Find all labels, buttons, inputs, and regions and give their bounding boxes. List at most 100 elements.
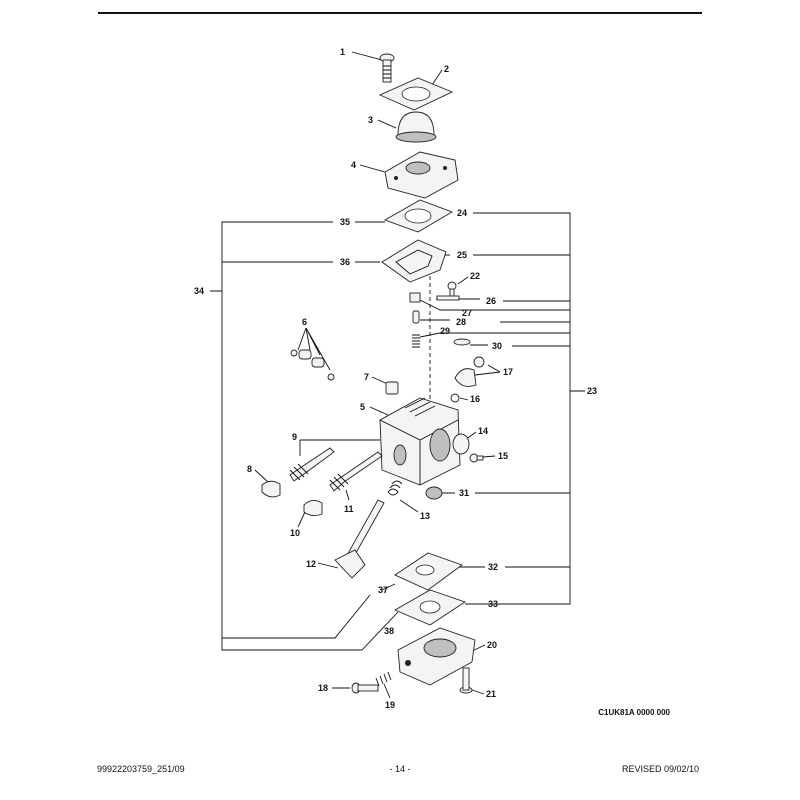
callout-24: 24 (457, 208, 467, 218)
callout-28: 28 (456, 317, 466, 327)
callout-37: 37 (378, 585, 388, 595)
leader-29 (419, 332, 570, 338)
part-gasket-14 (452, 433, 470, 455)
part-gasket-32 (394, 552, 463, 591)
figure-reference-code: C1UK81A 0000 000 (598, 708, 670, 717)
callout-30: 30 (492, 341, 502, 351)
callout-19: 19 (385, 700, 395, 710)
callout-15: 15 (498, 451, 508, 461)
leader-38 (361, 611, 399, 651)
part-screw-22 (447, 281, 457, 298)
part-screw-21 (459, 667, 473, 694)
leader-30 (470, 344, 570, 347)
callout-22: 22 (470, 271, 480, 281)
part-fitting-7 (385, 381, 399, 395)
leader-2 (431, 69, 443, 86)
callout-16: 16 (470, 394, 480, 404)
callout-20: 20 (487, 640, 497, 650)
callout-35: 35 (340, 217, 350, 227)
leader-4 (359, 164, 386, 173)
callout-3: 3 (368, 115, 373, 125)
footer-revision-date: REVISED 09/02/10 (621, 764, 699, 774)
callout-8: 8 (247, 464, 252, 474)
callout-14: 14 (478, 426, 488, 436)
part-ring-31 (425, 486, 443, 500)
leader-6 (297, 327, 331, 371)
part-shaft-12 (334, 499, 385, 579)
callout-32: 32 (488, 562, 498, 572)
part-pin-26 (436, 295, 460, 301)
leader-1 (351, 51, 383, 61)
leader-12 (317, 562, 339, 569)
part-caps-17 (454, 356, 485, 387)
callout-6: 6 (302, 317, 307, 327)
part-kit-6 (290, 349, 335, 381)
leader-9 (299, 439, 380, 456)
part-needle-9 (289, 447, 335, 482)
part-needle-11 (329, 451, 383, 492)
callout-34: 34 (194, 286, 204, 296)
leader-8 (254, 469, 269, 483)
callout-7: 7 (364, 372, 369, 382)
leader-28 (420, 319, 570, 323)
part-pump-cover-20 (397, 627, 476, 686)
callout-23: 23 (587, 386, 597, 396)
leader-17 (474, 364, 501, 376)
callout-13: 13 (420, 511, 430, 521)
top-rule (98, 12, 702, 14)
leader-27 (419, 299, 570, 311)
callout-27: 27 (462, 308, 472, 318)
leader-11 (345, 489, 350, 501)
part-screw-18 (351, 682, 379, 694)
part-diaphragm-35 (383, 199, 454, 233)
part-plug-16 (450, 393, 460, 403)
part-cover-4 (384, 151, 459, 199)
part-needle-28 (412, 310, 420, 324)
part-gasket-2 (378, 77, 454, 111)
callout-9: 9 (292, 432, 297, 442)
part-screw-1 (379, 53, 395, 83)
callout-1: 1 (340, 47, 345, 57)
part-lever-27 (409, 292, 421, 303)
part-primer-bulb-3 (395, 111, 437, 143)
callout-18: 18 (318, 683, 328, 693)
footer-document-number: 99922203759_251/09 (97, 764, 185, 774)
leader-22 (457, 276, 469, 285)
callout-25: 25 (457, 250, 467, 260)
callout-38: 38 (384, 626, 394, 636)
callout-10: 10 (290, 528, 300, 538)
callout-2: 2 (444, 64, 449, 74)
part-diaphragm-33 (393, 589, 467, 626)
part-spring-13 (387, 480, 403, 496)
leader-5 (369, 406, 389, 416)
callout-36: 36 (340, 257, 350, 267)
part-gasket-36 (381, 239, 447, 283)
callout-33: 33 (488, 599, 498, 609)
part-cap-10 (303, 500, 323, 517)
leader-16 (459, 397, 469, 401)
leader-3 (377, 119, 397, 129)
part-carburetor-body-5 (379, 397, 461, 486)
part-spring-19 (375, 671, 392, 687)
bracket-23 (473, 212, 585, 605)
callout-26: 26 (486, 296, 496, 306)
callout-31: 31 (459, 488, 469, 498)
leader-19 (383, 683, 391, 699)
callout-11: 11 (344, 504, 354, 514)
part-clip-30 (453, 338, 471, 346)
leader-15 (482, 455, 496, 458)
leader-37 (381, 583, 396, 591)
callout-12: 12 (306, 559, 316, 569)
part-cap-8 (261, 480, 281, 498)
part-spring-29 (412, 334, 420, 348)
leader-13 (399, 499, 419, 513)
callout-29: 29 (440, 326, 450, 336)
callout-17: 17 (503, 367, 513, 377)
leader-10 (297, 511, 306, 528)
bracket-34 (210, 221, 371, 651)
callout-5: 5 (360, 402, 365, 412)
callout-4: 4 (351, 160, 356, 170)
footer-page-number: - 14 - (389, 764, 411, 774)
